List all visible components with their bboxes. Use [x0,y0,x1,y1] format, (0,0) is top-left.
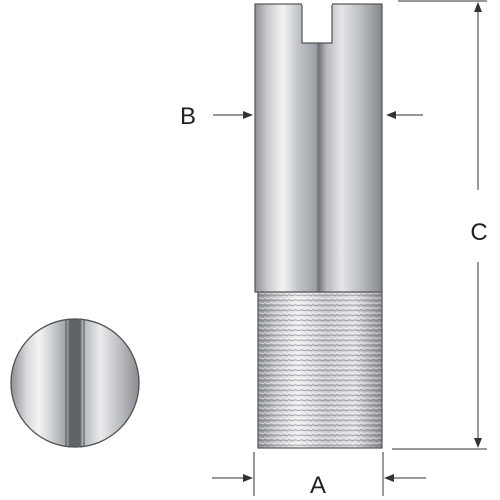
top-slot [302,3,332,43]
shaft-body [254,3,383,293]
dimension-c-arrow-bottom [474,438,482,448]
dimension-a-label: A [310,472,326,499]
dimension-b: B [180,103,423,130]
dimension-a-arrow-right [384,474,394,482]
end-view [10,318,140,448]
dimension-c-arrow-top [474,2,482,12]
end-view-face [10,318,140,448]
dimension-b-arrow-right [386,111,396,119]
smooth-shaft [254,3,383,293]
dimension-b-arrow-left [243,111,253,119]
top-slot-outline [301,4,333,44]
dimension-c: C [392,0,488,450]
thread-grooves [258,292,382,448]
dimension-a-arrow-left [243,474,253,482]
threaded-section [257,291,383,449]
dimension-b-label: B [180,103,196,130]
dimension-c-label: C [470,219,487,246]
dimension-a: A [212,452,426,499]
